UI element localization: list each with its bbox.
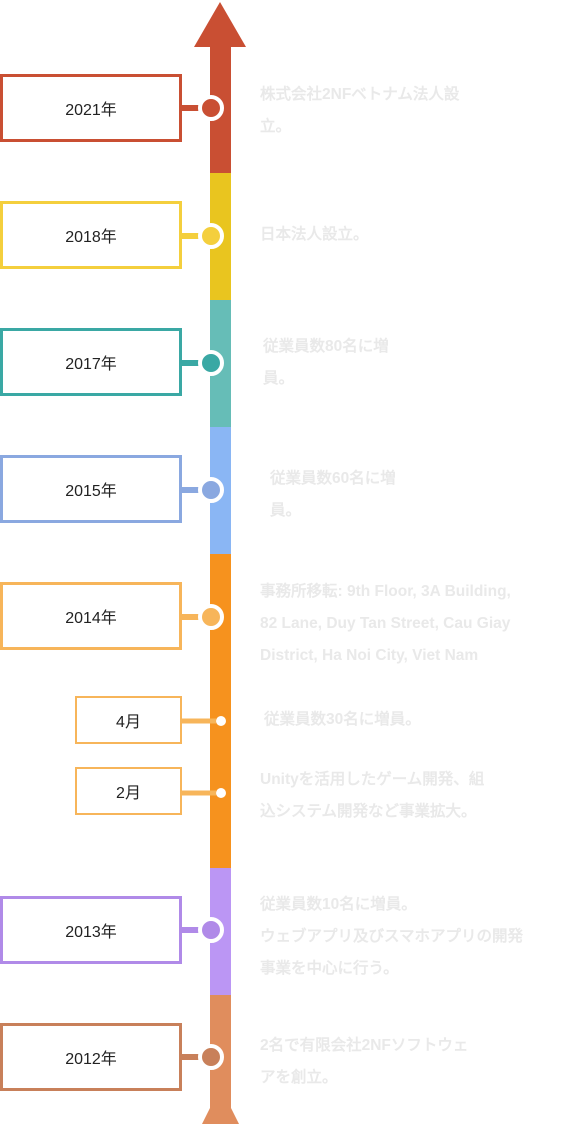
year-box-2012: 2012年	[0, 1023, 182, 1091]
year-box-2015: 2015年	[0, 455, 182, 523]
connector-2014	[180, 604, 224, 630]
month-box-april: 4月	[75, 696, 182, 744]
year-box-2018: 2018年	[0, 201, 182, 269]
connector-february	[180, 788, 226, 798]
connector-2021	[180, 95, 224, 121]
event-desc-february: Unityを活用したゲーム開発、組 込システム開発など事業拡大。	[260, 771, 485, 820]
connector-2012	[180, 1044, 224, 1070]
event-desc-2014: 事務所移転: 9th Floor, 3A Building, 82 Lane, …	[260, 583, 511, 664]
event-desc-2021: 株式会社2NFベトナム法人設 立。	[260, 86, 460, 135]
timeline-bottom-tip	[202, 1108, 239, 1124]
month-box-february: 2月	[75, 767, 182, 815]
timeline-segment-2014	[210, 554, 231, 868]
event-desc-april: 従業員数30名に増員。	[264, 711, 421, 728]
year-box-2017: 2017年	[0, 328, 182, 396]
connector-2013	[180, 917, 224, 943]
year-box-2013: 2013年	[0, 896, 182, 964]
event-desc-2018: 日本法人設立。	[260, 226, 369, 243]
event-desc-2017: 従業員数80名に増 員。	[263, 338, 389, 387]
event-desc-2013: 従業員数10名に増員。 ウェブアプリ及びスマホアプリの開発 事業を中心に行う。	[260, 896, 524, 977]
connector-2017	[180, 350, 224, 376]
event-desc-2015: 従業員数60名に増 員。	[270, 470, 396, 519]
year-box-2014: 2014年	[0, 582, 182, 650]
event-desc-2012: 2名で有限会社2NFソフトウェ アを創立。	[260, 1037, 469, 1086]
connector-2015	[180, 477, 224, 503]
connector-2018	[180, 223, 224, 249]
year-box-2021: 2021年	[0, 74, 182, 142]
timeline-arrow-head	[194, 2, 246, 47]
connector-april	[180, 716, 226, 726]
